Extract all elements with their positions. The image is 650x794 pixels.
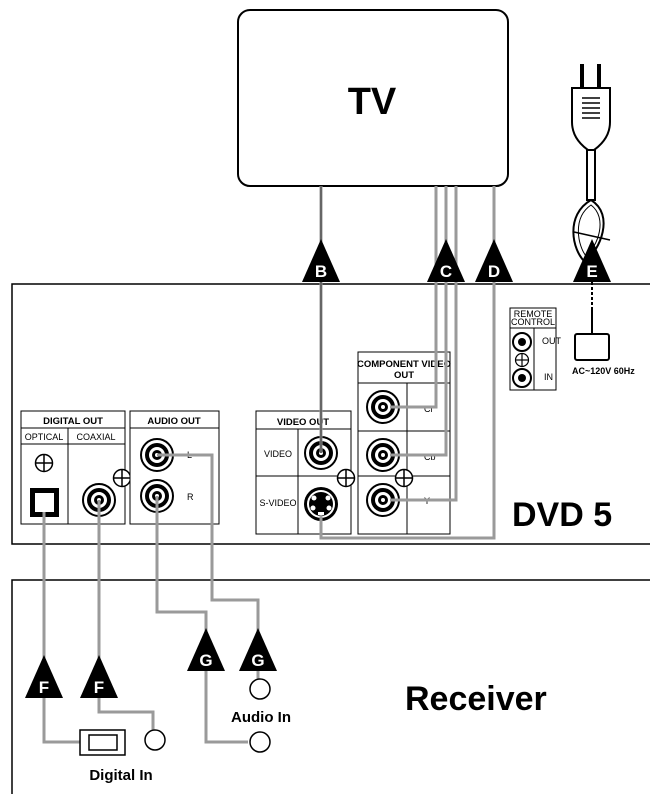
power-inlet <box>574 333 610 361</box>
svg-text:F: F <box>39 678 49 697</box>
marker-e: E <box>573 239 611 282</box>
marker-f-coaxial: F <box>80 655 118 698</box>
component-cr-label: Cr <box>424 404 434 414</box>
svg-text:D: D <box>488 262 500 281</box>
audio-in-label: Audio In <box>231 709 291 726</box>
remote-in-label: IN <box>544 372 553 382</box>
remote-out-label: OUT <box>542 336 562 346</box>
markers: B C D E F F G G <box>25 239 611 698</box>
audio-right-label: R <box>187 492 194 502</box>
video-out-section: VIDEO OUT VIDEO S-VIDEO <box>255 410 352 535</box>
svg-text:E: E <box>586 262 597 281</box>
tv-box: TV <box>237 9 509 187</box>
svg-text:F: F <box>94 678 104 697</box>
receiver-panel <box>11 579 650 794</box>
marker-g-right: G <box>187 628 225 671</box>
remote-title-2: CONTROL <box>511 317 555 327</box>
optical-label: OPTICAL <box>25 432 64 442</box>
power-cord: AC~120V 60Hz <box>571 64 635 376</box>
digital-in-coaxial-jack[interactable] <box>144 729 166 751</box>
svg-text:B: B <box>315 262 327 281</box>
video-out-title: VIDEO OUT <box>277 417 329 428</box>
marker-c: C <box>427 239 465 282</box>
remote-control-section: REMOTE CONTROL OUT IN <box>509 307 562 391</box>
remote-title-1: REMOTE <box>514 309 553 319</box>
digital-out-title: DIGITAL OUT <box>43 416 103 427</box>
audio-in-right-jack[interactable] <box>249 731 271 753</box>
dvd-model-label: DVD 5 <box>512 496 612 534</box>
component-cb-label: Cb <box>424 452 436 462</box>
marker-b: B <box>302 239 340 282</box>
svideo-jack[interactable] <box>304 487 338 521</box>
digital-in-label: Digital In <box>89 767 152 784</box>
coaxial-label: COAXIAL <box>76 432 115 442</box>
audio-in-left-jack[interactable] <box>249 678 271 700</box>
svideo-label: S-VIDEO <box>259 498 296 508</box>
component-title-1: COMPONENT VIDEO <box>357 359 451 370</box>
digital-out-section: DIGITAL OUT OPTICAL COAXIAL <box>20 410 126 525</box>
cables <box>42 186 496 744</box>
receiver-inputs: Audio In Digital In <box>79 678 291 784</box>
component-title-2: OUT <box>394 370 414 381</box>
power-label: AC~120V 60Hz <box>572 366 635 376</box>
receiver-label: Receiver <box>405 680 547 718</box>
video-label: VIDEO <box>264 449 292 459</box>
marker-f-optical: F <box>25 655 63 698</box>
marker-g-left: G <box>239 628 277 671</box>
audio-out-title: AUDIO OUT <box>147 416 201 427</box>
marker-d: D <box>475 239 513 282</box>
svg-text:C: C <box>440 262 452 281</box>
tv-label: TV <box>348 81 397 123</box>
svg-text:G: G <box>199 651 212 670</box>
svg-text:G: G <box>251 651 264 670</box>
audio-out-section: AUDIO OUT L R <box>129 410 220 525</box>
